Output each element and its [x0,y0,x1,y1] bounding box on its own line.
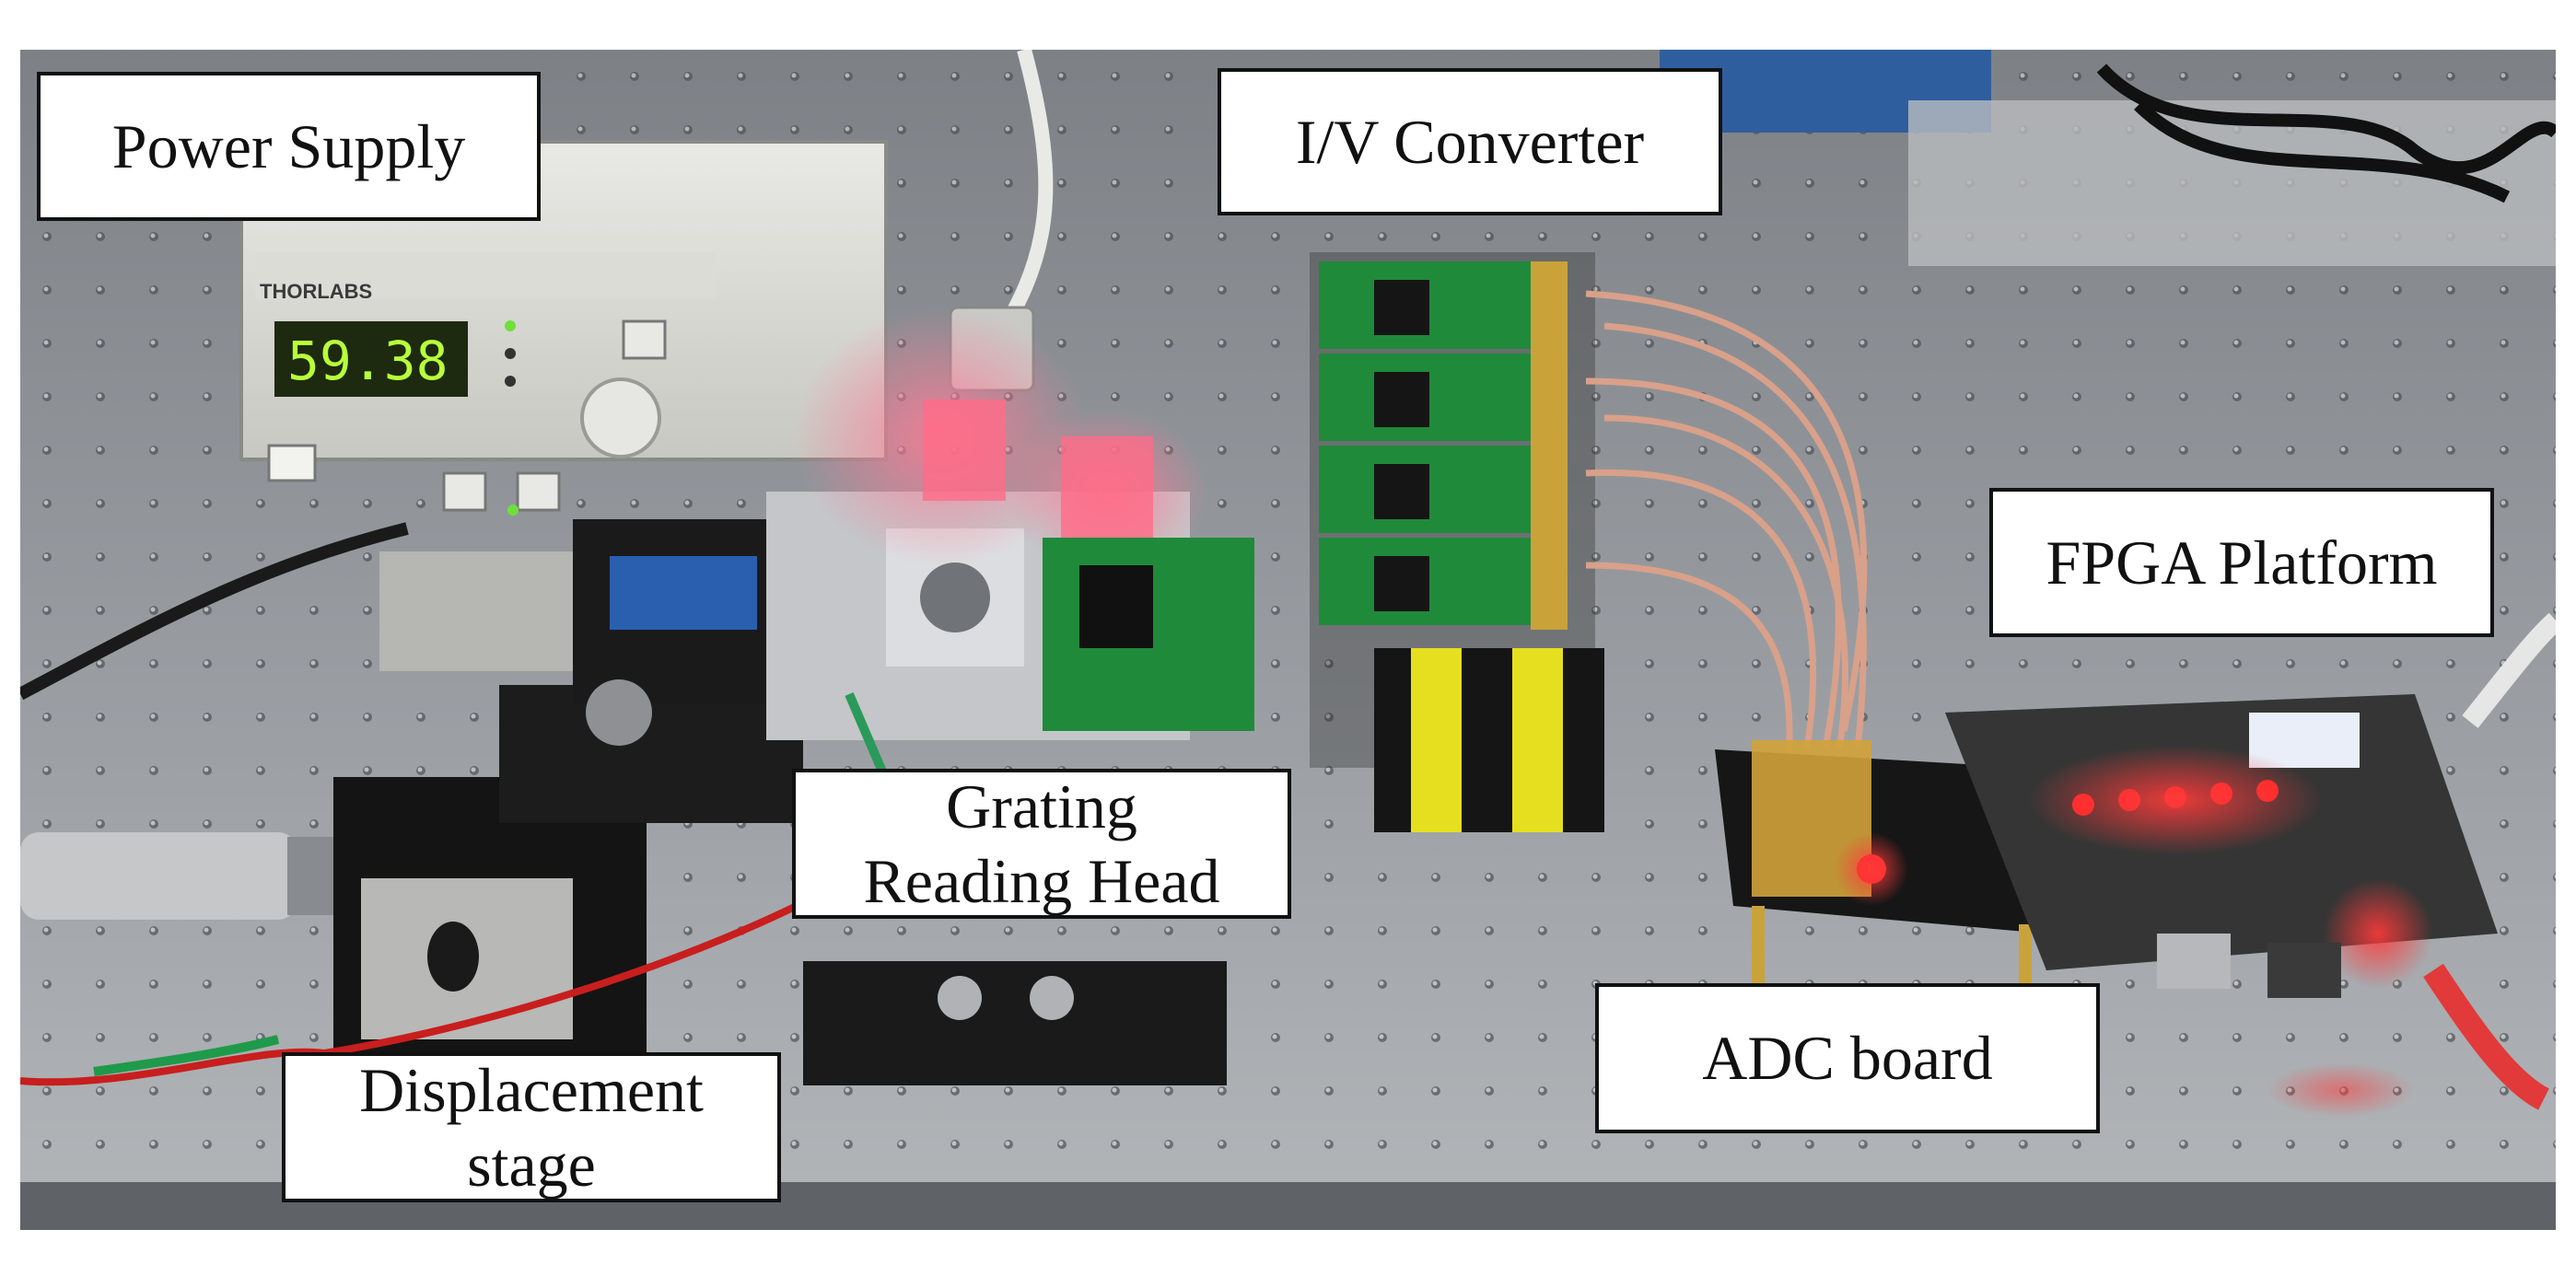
iv-converter-stack [1310,252,1604,832]
grating-head-unit [766,307,1254,1085]
coax-cables [1585,290,1868,760]
black-cables [2096,64,2556,203]
psu-display-value: 59.38 [287,330,449,392]
label-grating-reading-head: Grating Reading Head [792,769,1291,919]
fpga-platform-unit [1945,612,2556,1118]
gray-shelf [1908,100,2556,266]
displacement-stage-unit [20,519,803,1090]
label-iv-converter: I/V Converter [1218,68,1722,215]
label-displacement-stage: Displacement stage [282,1052,781,1202]
setup-photo: 59.38 THORLABS [20,50,2556,1230]
signal-wire [20,875,851,1086]
psu-display [274,321,468,397]
label-fpga-platform: FPGA Platform [1989,488,2494,637]
svg-text:THORLABS: THORLABS [260,280,372,303]
label-adc-board: ADC board [1595,983,2100,1133]
setup-illustration: 59.38 THORLABS [20,50,2556,1230]
power-cable [20,522,409,701]
label-power-supply: Power Supply [37,72,541,221]
adc-board-unit [1715,740,2046,1026]
power-supply-unit: 59.38 THORLABS [239,140,888,671]
